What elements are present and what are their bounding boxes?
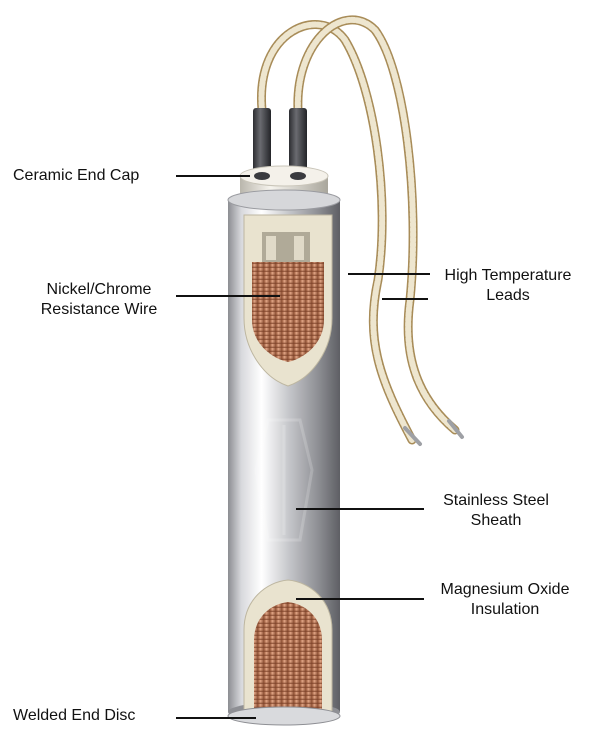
label-resistance-wire: Nickel/Chrome Resistance Wire bbox=[26, 280, 172, 320]
label-welded-end-disc: Welded End Disc bbox=[13, 706, 135, 726]
label-ceramic-end-cap: Ceramic End Cap bbox=[13, 166, 139, 186]
label-stainless-steel-sheath: Stainless Steel Sheath bbox=[430, 491, 562, 531]
label-magnesium-oxide-insulation: Magnesium Oxide Insulation bbox=[430, 580, 580, 620]
top-cutaway bbox=[244, 215, 332, 386]
label-high-temperature-leads: High Temperature Leads bbox=[432, 266, 584, 306]
resistance-wire-coil-bottom bbox=[254, 602, 322, 712]
welded-end-disc bbox=[228, 707, 340, 725]
resistance-wire-coil-top bbox=[252, 262, 324, 362]
